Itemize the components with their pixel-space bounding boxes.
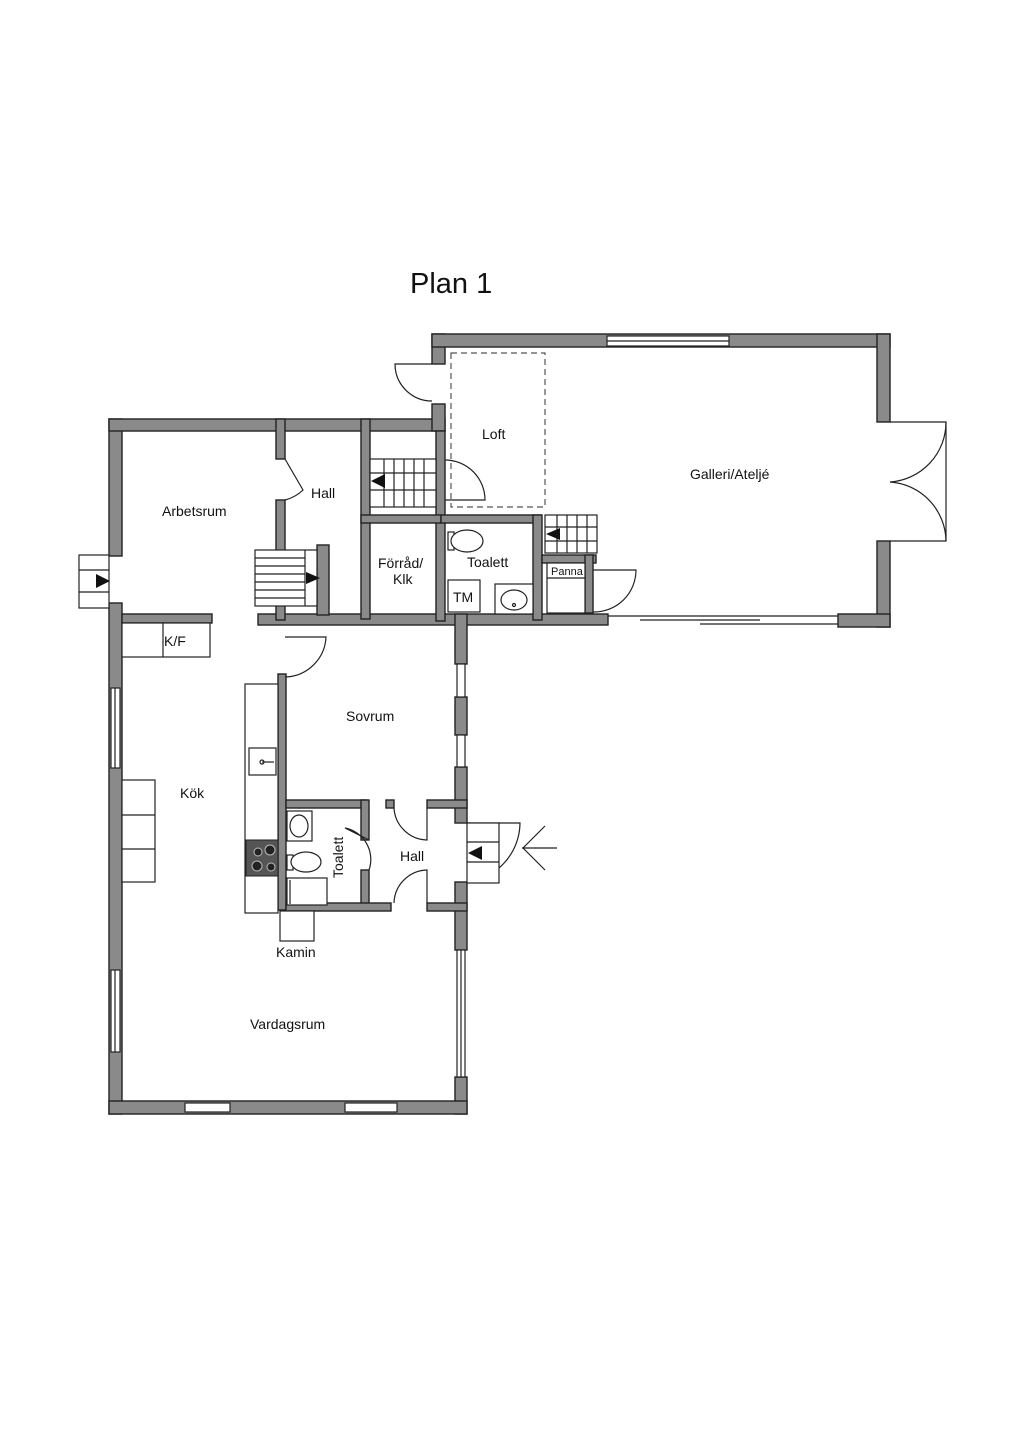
- room-label-arbetsrum: Arbetsrum: [162, 503, 227, 519]
- room-label-hall-upper: Hall: [311, 485, 335, 501]
- stairs: [78, 458, 598, 884]
- loft-outline: [450, 352, 546, 508]
- room-label-toalett-upper: Toalett: [467, 554, 508, 570]
- plan-title: Plan 1: [410, 268, 492, 300]
- window: [456, 663, 466, 698]
- room-label-klk: Klk: [393, 571, 413, 587]
- room-label-galleri: Galleri/Ateljé: [690, 466, 770, 482]
- toilet-icon: [450, 529, 484, 553]
- window: [344, 1102, 398, 1113]
- room-label-kok: Kök: [180, 785, 205, 801]
- interior-walls: [275, 418, 597, 912]
- windows: [110, 335, 838, 1113]
- room-label-tm: TM: [453, 589, 473, 605]
- room-label-toalett-lower: Toalett: [330, 837, 346, 878]
- room-label-sovrum: Sovrum: [346, 708, 394, 724]
- fridge-freezer: [121, 622, 211, 658]
- toilet-icon: [290, 851, 322, 873]
- room-label-forrad: Förråd/: [378, 555, 423, 571]
- room-label-vardagsrum: Vardagsrum: [250, 1016, 325, 1032]
- kitchen-counter: [244, 683, 279, 914]
- window: [184, 1102, 231, 1113]
- doors: [284, 363, 947, 904]
- fixtures: [121, 529, 586, 942]
- washing-machine: [447, 579, 481, 613]
- shower-icon: [286, 877, 328, 906]
- entrance-arrow-icon: [522, 825, 557, 871]
- boiler: [546, 562, 586, 614]
- window: [456, 734, 466, 768]
- room-label-hall-lower: Hall: [400, 848, 424, 864]
- room-label-panna: Panna: [551, 566, 584, 578]
- room-label-kamin: Kamin: [276, 944, 316, 960]
- exterior-walls: [108, 333, 891, 1115]
- room-labels: Loft Galleri/Ateljé Arbetsrum Hall Förrå…: [162, 426, 770, 1032]
- room-label-kf: K/F: [164, 633, 186, 649]
- room-label-loft: Loft: [482, 426, 505, 442]
- fireplace: [279, 910, 315, 942]
